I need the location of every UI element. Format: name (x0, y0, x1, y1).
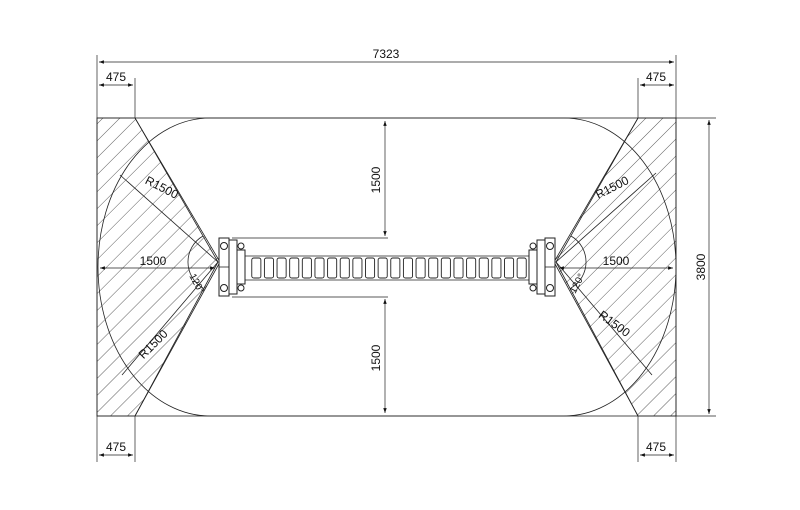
bridge-bead (352, 257, 363, 279)
bridge-bead (301, 257, 312, 279)
label-corner-bottom-left: 475 (106, 440, 126, 454)
bridge-assembly (218, 237, 556, 297)
bridge-beads (251, 257, 527, 279)
bridge-bead (289, 257, 300, 279)
bridge-bead (453, 257, 464, 279)
label-clearance-bottom: 1500 (369, 344, 383, 371)
bridge-bead (466, 257, 477, 279)
bridge-bead (504, 257, 515, 279)
bridge-bead (440, 257, 451, 279)
angle-arc-left (187, 235, 204, 289)
label-clearance-left: 1500 (140, 254, 167, 268)
bridge-bead (428, 257, 439, 279)
bridge-bead (516, 257, 527, 279)
radial-guides (119, 117, 657, 417)
bridge-bead (377, 257, 388, 279)
bridge-bead (263, 257, 274, 279)
label-clearance-top: 1500 (369, 166, 383, 193)
bridge-bead (327, 257, 338, 279)
bridge-bead (314, 257, 325, 279)
outer-boundary (96, 117, 677, 417)
label-corner-top-right: 475 (646, 70, 666, 84)
bridge-bead (251, 257, 262, 279)
bridge-bead (491, 257, 502, 279)
bridge-bead (390, 257, 401, 279)
bridge-bead (339, 257, 350, 279)
end-post-left (218, 237, 246, 297)
bridge-bead (276, 257, 287, 279)
bridge-bead (415, 257, 426, 279)
label-overall-width: 7323 (373, 47, 400, 61)
label-overall-height: 3800 (694, 253, 708, 280)
bridge-bead (402, 257, 413, 279)
bridge-bead (478, 257, 489, 279)
label-corner-bottom-right: 475 (646, 440, 666, 454)
label-corner-top-left: 475 (106, 70, 126, 84)
end-post-right (528, 237, 556, 297)
bridge-bead (365, 257, 376, 279)
angle-arc-right (570, 235, 587, 289)
label-clearance-right: 1500 (603, 254, 630, 268)
